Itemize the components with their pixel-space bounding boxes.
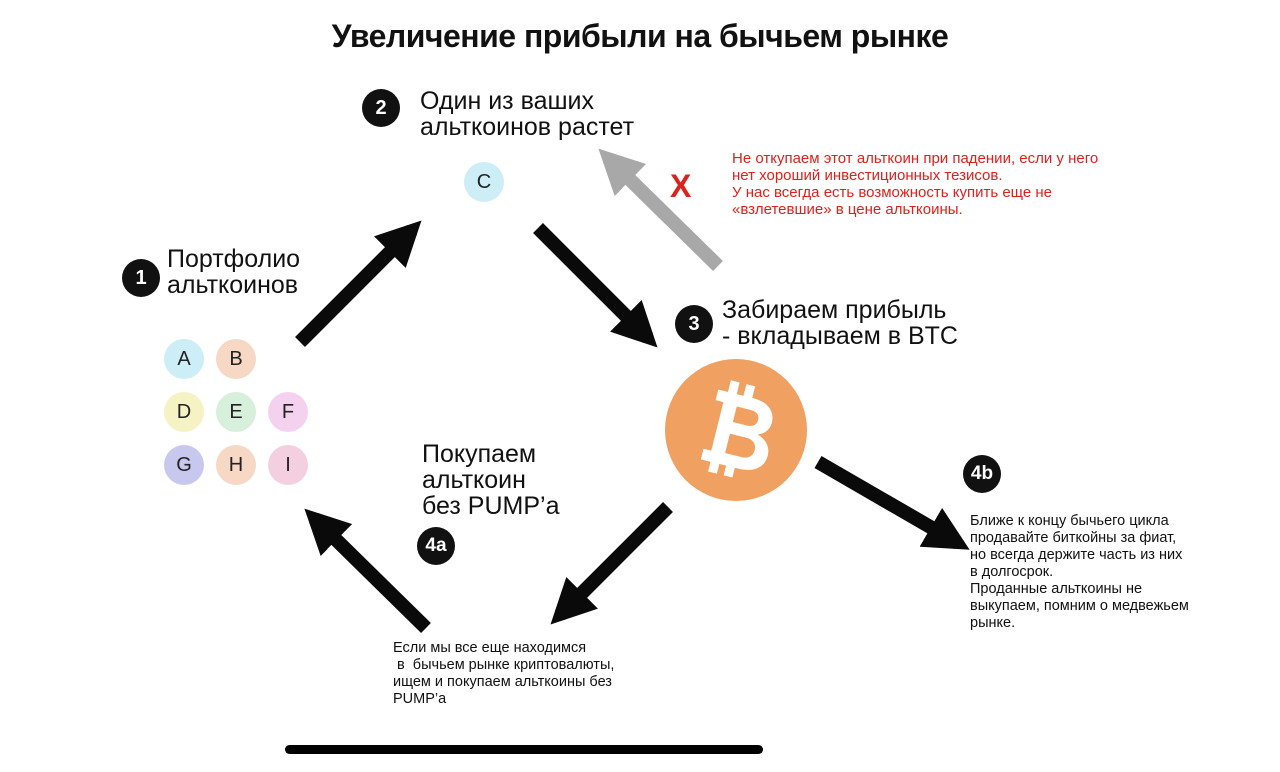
sell-note-line-6: выкупаем, помним о медвежьем (970, 598, 1189, 614)
coin-f: F (268, 392, 308, 432)
home-indicator[interactable] (285, 745, 763, 754)
step-4a-label-line-2: альткоин (422, 466, 526, 494)
step-1-badge: 1 (122, 259, 160, 297)
step-2-label-line-2: альткоинов растет (420, 113, 635, 141)
step-2-label: Один из ваших альткоинов растет (420, 88, 634, 140)
rejection-note-line-4: «взлетевшие» в цене альткоины. (732, 201, 963, 218)
coin-a: A (164, 339, 204, 379)
step-1-label-line-2: альткоинов (167, 271, 299, 299)
sell-note-line-2: продавайте биткойны за фиат, (970, 530, 1177, 546)
arrow-rising-to-btc (533, 223, 658, 348)
sell-note-line-1: Ближе к концу бычьего цикла (970, 513, 1169, 529)
rising-coin: C (464, 162, 504, 202)
step-4b-badge: 4b (963, 455, 1001, 493)
rebuy-note-line-1: Если мы все еще находимся (393, 640, 587, 656)
step-3-label-line-2: - вкладываем в BTC (722, 322, 958, 350)
arrow-rejected-rebuy (598, 148, 723, 271)
step-4a-label-line-3: без PUMP’a (422, 492, 560, 520)
page-title: Увеличение прибыли на бычьем рынке (331, 18, 949, 54)
step-4a-label: Покупаем альткоин без PUMP’a (422, 441, 560, 519)
rejection-note-line-2: нет хороший инвестиционных тезисов. (732, 167, 1003, 184)
step-3-badge: 3 (675, 305, 713, 343)
step-3-label-line-1: Забираем прибыль (722, 296, 947, 324)
rejection-note-line-1: Не откупаем этот альткоин при падении, е… (732, 150, 1099, 167)
arrow-portfolio-to-rising (295, 220, 422, 347)
step-1-label: Портфолио альткоинов (167, 246, 300, 298)
step-4a-badge: 4a (417, 527, 455, 565)
coin-d: D (164, 392, 204, 432)
rebuy-note-line-4: PUMP’a (393, 691, 447, 707)
bitcoin-coin (665, 359, 807, 501)
arrow-btc-to-fiat (814, 455, 970, 550)
coin-b: B (216, 339, 256, 379)
coin-e: E (216, 392, 256, 432)
sell-note-line-4: в долгосрок. (970, 564, 1054, 580)
coin-g: G (164, 445, 204, 485)
sell-note: Ближе к концу бычьего цикла продавайте б… (970, 513, 1189, 632)
step-2-badge: 2 (362, 89, 400, 127)
sell-note-line-3: но всегда держите часть из них (970, 547, 1183, 563)
step-3-label: Забираем прибыль - вкладываем в BTC (722, 297, 958, 349)
step-4a-label-line-1: Покупаем (422, 440, 537, 468)
rebuy-note: Если мы все еще находимся в бычьем рынке… (393, 640, 614, 708)
coin-i: I (268, 445, 308, 485)
reject-x-mark: X (670, 168, 692, 204)
coin-h: H (216, 445, 256, 485)
arrow-rebuy-to-portfolio (304, 508, 431, 633)
rebuy-note-line-3: ищем и покупаем альткоины без (393, 674, 612, 690)
step-2-label-line-1: Один из ваших (420, 87, 594, 115)
arrow-btc-to-rebuy (550, 502, 673, 625)
bitcoin-icon (700, 380, 773, 478)
sell-note-line-5: Проданные альткоины не (970, 581, 1143, 597)
sell-note-line-7: рынке. (970, 615, 1016, 631)
rising-coin-label: C (476, 171, 492, 193)
step-1-label-line-1: Портфолио (167, 245, 301, 273)
rejection-note: Не откупаем этот альткоин при падении, е… (732, 150, 1098, 218)
rebuy-note-line-2: в бычьем рынке криптовалюты, (393, 657, 615, 673)
rejection-note-line-3: У нас всегда есть возможность купить еще… (732, 184, 1052, 201)
